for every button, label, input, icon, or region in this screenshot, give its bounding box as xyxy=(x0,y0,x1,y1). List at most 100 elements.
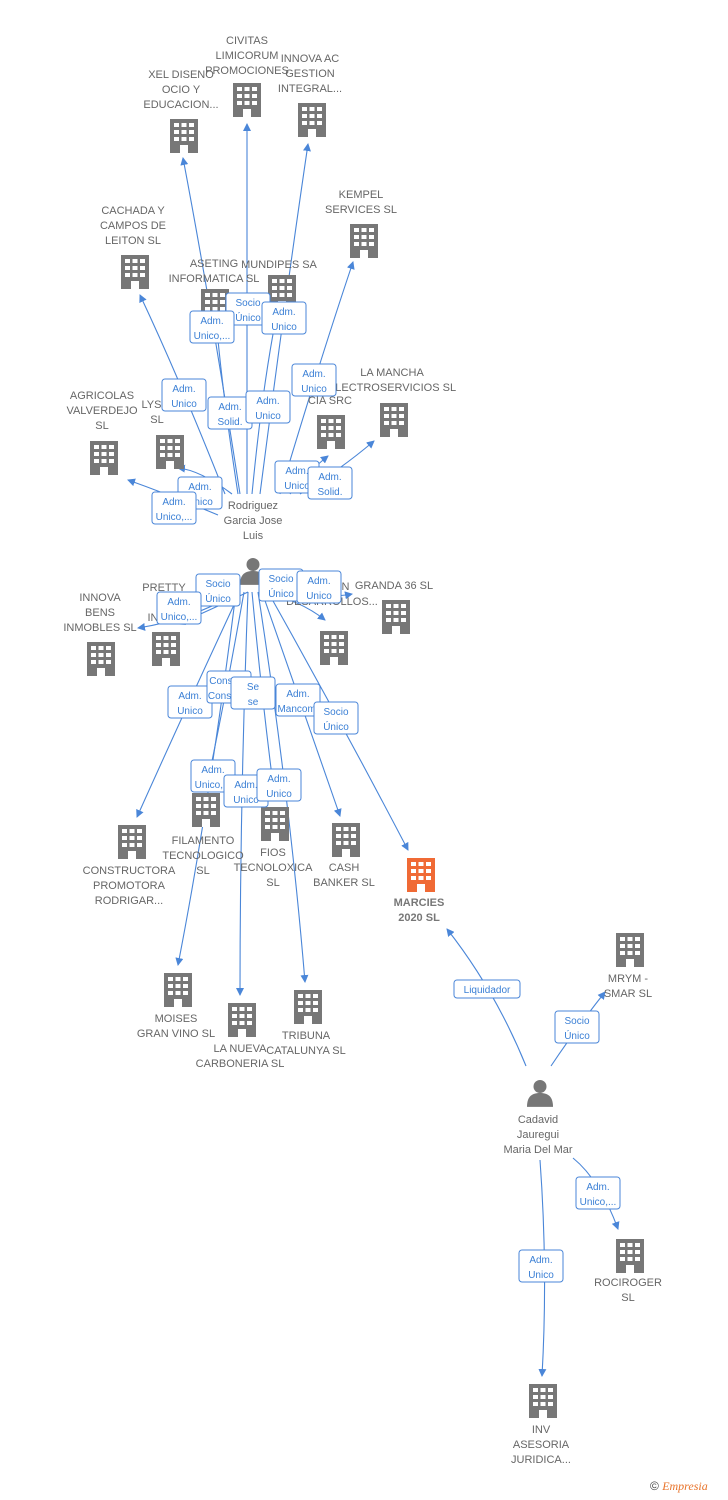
label-line: EDUCACION... xyxy=(143,99,218,111)
relation-box xyxy=(307,466,353,500)
label-line: BANKER SL xyxy=(313,877,375,889)
label-line: INMOBLES SL xyxy=(63,622,136,634)
building-icon xyxy=(170,119,198,153)
label-line: Único xyxy=(205,592,231,605)
relations-layer: SocioÚnicoAdm.Unico,...Adm.UnicoAdm.Unic… xyxy=(151,292,621,1283)
relation-label-r_adm11[interactable]: Adm.Unico xyxy=(167,685,213,719)
label-line: TECNOLOXICA xyxy=(234,862,314,874)
label-line: Unico xyxy=(266,789,292,800)
label-line: MOISES xyxy=(155,1013,198,1025)
label-line: Unico xyxy=(271,322,297,333)
label-line: Unico,... xyxy=(580,1197,617,1208)
label-line: Adm. xyxy=(286,689,309,700)
company-node-mrym[interactable]: MRYM -SMAR SL xyxy=(604,933,652,1000)
relation-label-r_adm9[interactable]: Adm.Unico,... xyxy=(156,591,202,625)
label-line: se xyxy=(248,697,259,708)
label-line: GRAN VINO SL xyxy=(137,1028,215,1040)
relation-box xyxy=(313,701,359,735)
label-line: Unico xyxy=(171,399,197,410)
relation-label-r_adm3[interactable]: Adm.Unico xyxy=(161,378,207,412)
relation-label-r_adm14[interactable]: Adm.Unico xyxy=(256,768,302,802)
relation-label-r_solid1[interactable]: Adm.Solid. xyxy=(207,396,253,430)
label-line: Solid. xyxy=(317,487,342,498)
label-line: Luis xyxy=(243,530,264,542)
building-icon xyxy=(152,632,180,666)
building-icon xyxy=(121,255,149,289)
label-line: Adm. xyxy=(178,691,201,702)
building-icon xyxy=(332,823,360,857)
empresia-logo[interactable]: Empresia xyxy=(662,1479,708,1493)
company-node-innovabens[interactable]: INNOVA BENS INMOBLES SL xyxy=(63,592,137,676)
relation-label-r_adm10[interactable]: Adm.Unico xyxy=(296,570,342,604)
relation-label-r_adm16[interactable]: Adm. Unico xyxy=(518,1249,564,1283)
label-line: INNOVA xyxy=(79,592,121,604)
label-line: ELECTROSERVICIOS SL xyxy=(328,382,456,394)
label-line: BENS xyxy=(85,607,115,619)
building-icon xyxy=(228,1003,256,1037)
relation-label-r_adm5[interactable]: Adm.Unico xyxy=(291,363,337,397)
company-node-mundipes[interactable]: MUNDIPES SA xyxy=(241,259,318,309)
label-line: CATALUNYA SL xyxy=(266,1045,345,1057)
relation-label-r_adm4[interactable]: Adm.Unico xyxy=(245,390,291,424)
label-line: Liquidador xyxy=(464,985,511,996)
relation-label-r_adm1[interactable]: Adm.Unico,... xyxy=(189,310,235,344)
label-line: Garcia Jose xyxy=(224,515,283,527)
company-node-innovaac[interactable]: INNOVA ACGESTIONINTEGRAL... xyxy=(278,53,342,137)
label-line: MRYM - xyxy=(608,973,648,985)
building-icon xyxy=(320,631,348,665)
label-line: Adm. xyxy=(529,1255,552,1266)
label-line: LIMICORUM xyxy=(216,50,279,62)
label-line: Unico xyxy=(528,1270,554,1281)
relation-box xyxy=(275,683,321,717)
company-node-constructora[interactable]: CONSTRUCTORAPROMOTORARODRIGAR... xyxy=(83,825,176,907)
company-node-moises[interactable]: MOISES GRAN VINO SL xyxy=(137,973,215,1040)
label-line: SERVICES SL xyxy=(325,204,397,216)
building-icon xyxy=(407,858,435,892)
label-line: Adm. xyxy=(218,402,241,413)
relation-label-r_adm2[interactable]: Adm.Unico xyxy=(261,301,307,335)
building-icon xyxy=(156,435,184,469)
label-line: PROMOCIONES xyxy=(205,65,289,77)
relation-box xyxy=(156,591,202,625)
relation-label-r_adm15[interactable]: Adm.Unico,... xyxy=(575,1176,621,1210)
relation-label-r_adm8[interactable]: Adm.Unico,... xyxy=(151,491,197,525)
label-line: CONSTRUCTORA xyxy=(83,865,176,877)
label-line: Socio xyxy=(564,1016,589,1027)
label-line: Unico xyxy=(255,411,281,422)
label-line: Adm. xyxy=(285,466,308,477)
label-line: Socio xyxy=(205,579,230,590)
relation-label-r_solid2[interactable]: Adm.Solid. xyxy=(307,466,353,500)
company-node-granda[interactable]: GRANDA 36 SL xyxy=(355,580,433,634)
label-line: Jauregui xyxy=(517,1129,559,1141)
label-line: Adm. xyxy=(234,780,257,791)
company-node-inv[interactable]: INVASESORIAJURIDICA... xyxy=(511,1384,571,1466)
relation-box xyxy=(151,491,197,525)
relation-label-r_liq[interactable]: Liquidador xyxy=(453,979,521,999)
relation-label-r_manc[interactable]: Adm.Mancom. xyxy=(275,683,321,717)
relation-box xyxy=(230,676,276,710)
building-icon xyxy=(294,990,322,1024)
